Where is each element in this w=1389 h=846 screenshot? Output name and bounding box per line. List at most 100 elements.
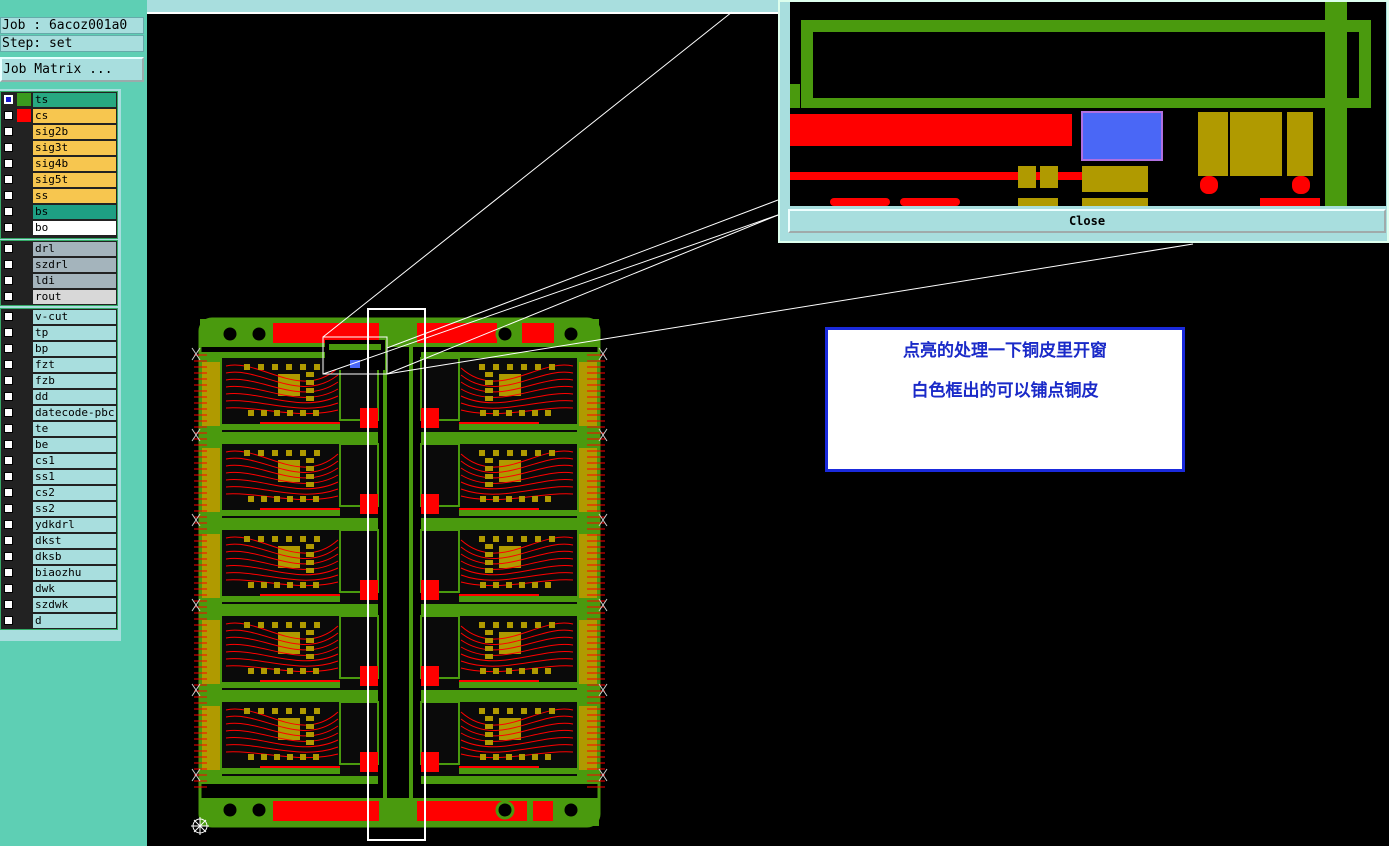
- layer-row-dd[interactable]: dd: [1, 389, 117, 405]
- layer-row-cs2[interactable]: cs2: [1, 485, 117, 501]
- layer-name[interactable]: ydkdrl: [33, 518, 116, 532]
- layer-checkbox[interactable]: [4, 392, 13, 401]
- layer-row-sig4b[interactable]: sig4b: [1, 156, 117, 172]
- layer-row-dksb[interactable]: dksb: [1, 549, 117, 565]
- layer-checkbox[interactable]: [4, 472, 13, 481]
- layer-row-fzb[interactable]: fzb: [1, 373, 117, 389]
- layer-checkbox[interactable]: [4, 260, 13, 269]
- layer-name[interactable]: ts: [33, 93, 116, 107]
- layer-checkbox[interactable]: [4, 95, 13, 104]
- layer-name[interactable]: datecode-pbc: [33, 406, 116, 420]
- layer-row-ldi[interactable]: ldi: [1, 273, 117, 289]
- layer-name[interactable]: sig5t: [33, 173, 116, 187]
- layer-row-be[interactable]: be: [1, 437, 117, 453]
- layer-name[interactable]: tp: [33, 326, 116, 340]
- layer-row-tp[interactable]: tp: [1, 325, 117, 341]
- layer-row-sig2b[interactable]: sig2b: [1, 124, 117, 140]
- layer-name[interactable]: cs2: [33, 486, 116, 500]
- layer-row-dkst[interactable]: dkst: [1, 533, 117, 549]
- layer-row-szdrl[interactable]: szdrl: [1, 257, 117, 273]
- layer-name[interactable]: sig3t: [33, 141, 116, 155]
- layer-checkbox[interactable]: [4, 536, 13, 545]
- layer-row-cs1[interactable]: cs1: [1, 453, 117, 469]
- layer-row-biaozhu[interactable]: biaozhu: [1, 565, 117, 581]
- layer-row-bs[interactable]: bs: [1, 204, 117, 220]
- layer-checkbox[interactable]: [4, 244, 13, 253]
- layer-name[interactable]: dd: [33, 390, 116, 404]
- layer-checkbox[interactable]: [4, 207, 13, 216]
- layer-checkbox[interactable]: [4, 552, 13, 561]
- layer-checkbox[interactable]: [4, 127, 13, 136]
- layer-name[interactable]: sig4b: [33, 157, 116, 171]
- layer-checkbox[interactable]: [4, 360, 13, 369]
- layer-row-bp[interactable]: bp: [1, 341, 117, 357]
- layer-name[interactable]: bs: [33, 205, 116, 219]
- layer-checkbox[interactable]: [4, 488, 13, 497]
- layer-row-v-cut[interactable]: v-cut: [1, 309, 117, 325]
- layer-checkbox[interactable]: [4, 312, 13, 321]
- layer-row-ss[interactable]: ss: [1, 188, 117, 204]
- layer-checkbox[interactable]: [4, 616, 13, 625]
- layer-checkbox[interactable]: [4, 600, 13, 609]
- layer-row-sig5t[interactable]: sig5t: [1, 172, 117, 188]
- layer-name[interactable]: cs: [33, 109, 116, 123]
- job-matrix-button[interactable]: Job Matrix ...: [0, 57, 144, 82]
- layer-checkbox[interactable]: [4, 456, 13, 465]
- close-button[interactable]: Close: [788, 209, 1386, 233]
- layer-color-swatch[interactable]: [17, 109, 31, 122]
- layer-checkbox[interactable]: [4, 159, 13, 168]
- layer-checkbox[interactable]: [4, 276, 13, 285]
- layer-row-te[interactable]: te: [1, 421, 117, 437]
- layer-checkbox[interactable]: [4, 143, 13, 152]
- layer-checkbox[interactable]: [4, 191, 13, 200]
- layer-checkbox[interactable]: [4, 175, 13, 184]
- layer-checkbox[interactable]: [4, 424, 13, 433]
- layer-row-datecode-pbc[interactable]: datecode-pbc: [1, 405, 117, 421]
- layer-checkbox[interactable]: [4, 504, 13, 513]
- layer-name[interactable]: biaozhu: [33, 566, 116, 580]
- layer-name[interactable]: drl: [33, 242, 116, 256]
- layer-checkbox[interactable]: [4, 292, 13, 301]
- layer-name[interactable]: ss: [33, 189, 116, 203]
- layer-checkbox[interactable]: [4, 376, 13, 385]
- layer-row-ss2[interactable]: ss2: [1, 501, 117, 517]
- layer-name[interactable]: szdrl: [33, 258, 116, 272]
- layer-color-swatch[interactable]: [17, 93, 31, 106]
- layer-name[interactable]: szdwk: [33, 598, 116, 612]
- layer-row-dwk[interactable]: dwk: [1, 581, 117, 597]
- layer-row-sig3t[interactable]: sig3t: [1, 140, 117, 156]
- layer-row-cs[interactable]: cs: [1, 108, 117, 124]
- layer-row-ss1[interactable]: ss1: [1, 469, 117, 485]
- layer-checkbox[interactable]: [4, 344, 13, 353]
- layer-name[interactable]: v-cut: [33, 310, 116, 324]
- layer-name[interactable]: sig2b: [33, 125, 116, 139]
- layer-name[interactable]: fzb: [33, 374, 116, 388]
- layer-name[interactable]: ss2: [33, 502, 116, 516]
- layer-row-drl[interactable]: drl: [1, 241, 117, 257]
- layer-row-bo[interactable]: bo: [1, 220, 117, 236]
- layer-name[interactable]: fzt: [33, 358, 116, 372]
- pcb-graphic-canvas[interactable]: [147, 0, 1389, 846]
- layer-name[interactable]: dkst: [33, 534, 116, 548]
- layer-row-fzt[interactable]: fzt: [1, 357, 117, 373]
- layer-name[interactable]: be: [33, 438, 116, 452]
- layer-name[interactable]: cs1: [33, 454, 116, 468]
- layer-checkbox[interactable]: [4, 440, 13, 449]
- layer-checkbox[interactable]: [4, 223, 13, 232]
- layer-row-szdwk[interactable]: szdwk: [1, 597, 117, 613]
- layer-row-d[interactable]: d: [1, 613, 117, 629]
- layer-checkbox[interactable]: [4, 408, 13, 417]
- layer-checkbox[interactable]: [4, 328, 13, 337]
- layer-checkbox[interactable]: [4, 568, 13, 577]
- layer-name[interactable]: bp: [33, 342, 116, 356]
- layer-row-ts[interactable]: ts: [1, 92, 117, 108]
- zoom-view[interactable]: [790, 2, 1386, 206]
- layer-checkbox[interactable]: [4, 111, 13, 120]
- layer-name[interactable]: dksb: [33, 550, 116, 564]
- layer-name[interactable]: te: [33, 422, 116, 436]
- layer-name[interactable]: ldi: [33, 274, 116, 288]
- layer-name[interactable]: dwk: [33, 582, 116, 596]
- layer-row-ydkdrl[interactable]: ydkdrl: [1, 517, 117, 533]
- layer-checkbox[interactable]: [4, 584, 13, 593]
- layer-name[interactable]: bo: [33, 221, 116, 235]
